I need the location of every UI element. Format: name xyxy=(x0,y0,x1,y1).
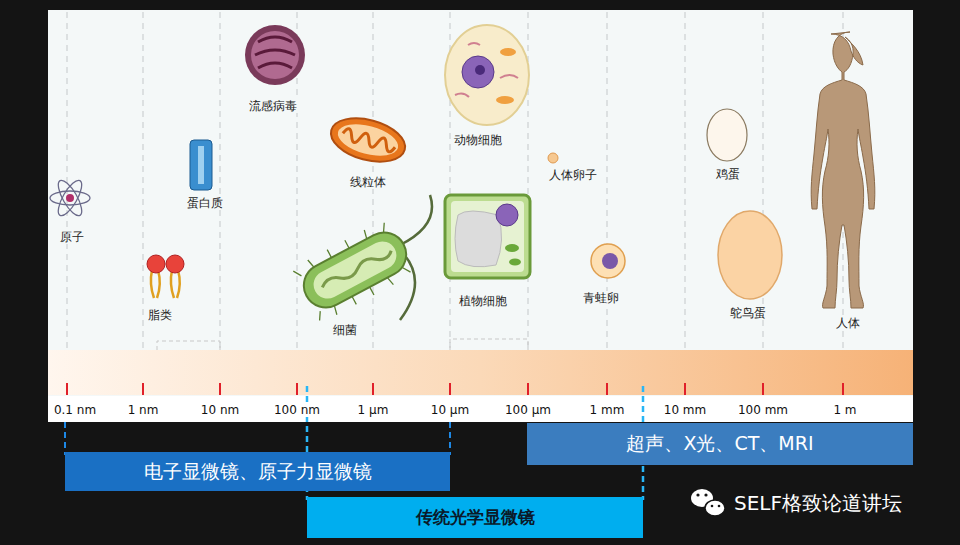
flu-virus xyxy=(245,25,305,85)
tick-label: 100 μm xyxy=(503,403,553,417)
tick-label: 10 μm xyxy=(429,403,471,417)
organism-label: 人体 xyxy=(834,316,862,330)
organism-label: 原子 xyxy=(58,230,86,244)
tick-label: 100 mm xyxy=(736,403,790,417)
atom xyxy=(50,177,90,219)
bracket xyxy=(157,339,528,350)
tick-label: 1 nm xyxy=(126,403,161,417)
protein xyxy=(190,140,212,190)
optical-microscope-bar: 传统光学显微镜 xyxy=(307,497,643,538)
animal-cell xyxy=(445,25,529,125)
mitochondrion xyxy=(326,111,410,169)
range-label: 电子显微镜、原子力显微镜 xyxy=(144,459,372,485)
organism-label: 线粒体 xyxy=(348,175,388,189)
range-label: 传统光学显微镜 xyxy=(416,506,535,529)
lipid xyxy=(147,255,184,298)
ticks xyxy=(67,383,843,395)
grid-lines xyxy=(67,12,843,350)
organism-label: 细菌 xyxy=(331,323,359,337)
range-label: 超声、X光、CT、MRI xyxy=(626,431,813,457)
human-egg xyxy=(548,153,558,163)
tick-strip xyxy=(48,396,913,422)
tick-label: 10 mm xyxy=(662,403,708,417)
frog-egg xyxy=(591,244,625,278)
range-marker xyxy=(65,422,450,455)
organism-label: 鸵鸟蛋 xyxy=(728,306,768,320)
chicken-egg xyxy=(707,109,747,161)
scale-bar xyxy=(48,350,913,395)
panel xyxy=(48,10,913,422)
organism-label: 脂类 xyxy=(146,308,174,322)
bacterium xyxy=(292,195,432,323)
tick-label: 100 nm xyxy=(272,403,322,417)
organism-label: 动物细胞 xyxy=(452,133,504,147)
organism-label: 流感病毒 xyxy=(247,99,299,113)
wechat-icon xyxy=(691,489,725,516)
organism-label: 鸡蛋 xyxy=(714,167,742,181)
tick-label: 1 μm xyxy=(356,403,391,417)
tick-label: 1 mm xyxy=(588,403,627,417)
organism-label: 人体卵子 xyxy=(547,168,599,182)
human-body xyxy=(811,32,875,308)
ostrich-egg xyxy=(718,211,782,299)
organism-label: 青蛙卵 xyxy=(581,291,621,305)
tick-label: 1 m xyxy=(831,403,858,417)
watermark: SELF格致论道讲坛 xyxy=(734,491,902,515)
organism-label: 蛋白质 xyxy=(185,196,225,210)
tick-label: 0.1 nm xyxy=(52,403,98,417)
organism-label: 植物细胞 xyxy=(457,294,509,308)
tick-label: 10 nm xyxy=(199,403,241,417)
imaging-range-bar: 超声、X光、CT、MRI xyxy=(527,423,913,465)
plant-cell xyxy=(445,195,530,278)
electron-microscope-bar: 电子显微镜、原子力显微镜 xyxy=(65,452,450,491)
